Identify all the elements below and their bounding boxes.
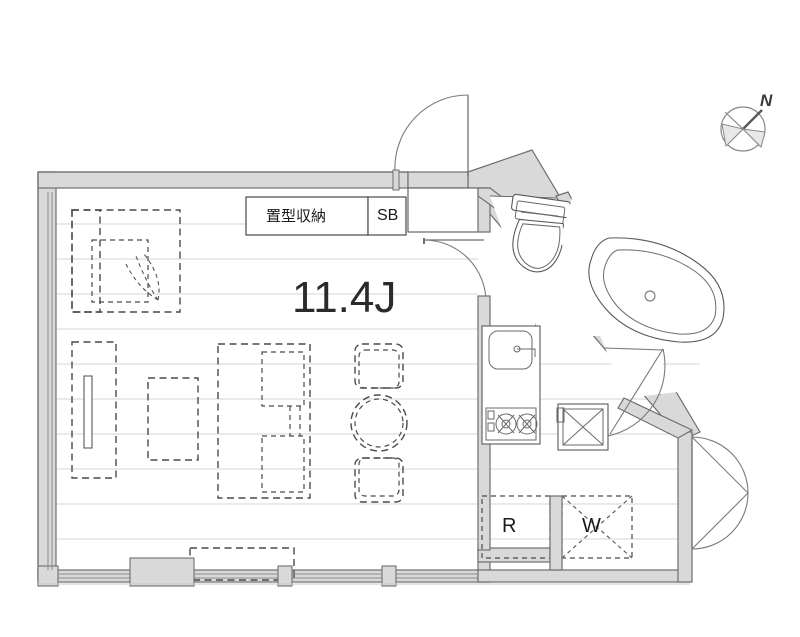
sb-box [367,196,407,236]
hall-door[interactable] [423,238,487,303]
window-mullion-3 [381,565,397,587]
chair-icon-top [354,343,404,389]
chair-icon-bottom [354,457,404,503]
toilet-icon [511,193,571,273]
washer-divider-wall [549,495,563,571]
vanity-sink-icon [556,403,609,451]
closet-icon [71,209,181,313]
compass-rose-icon [720,106,766,152]
sofa-icon [217,343,311,499]
building-outline [37,171,408,580]
low-table-icon [147,377,199,461]
compass-north-label: N [760,91,773,110]
window-group-bottom [37,557,478,587]
sb-label: SB [377,207,399,224]
fridge-label: R [502,515,517,537]
washer-label: W [582,515,601,537]
bathtub-icon [588,237,725,343]
bathroom [560,198,725,398]
entry-hall [407,187,487,303]
window-mullion-2 [277,565,293,587]
kitchen [481,325,541,445]
kitchen-sink-icon [488,330,536,370]
window-panel-main [129,557,195,587]
room-area-label: 11.4J [292,273,397,322]
window-left-wall [47,192,53,570]
washer-space [561,495,633,559]
exterior-side-door[interactable] [691,436,749,550]
tv-stand-icon [71,341,117,479]
round-dining-table-icon [350,394,408,452]
bathroom-door[interactable] [603,347,666,437]
gas-stove-icon [485,407,538,441]
storage-label: 置型収納 [266,208,327,225]
